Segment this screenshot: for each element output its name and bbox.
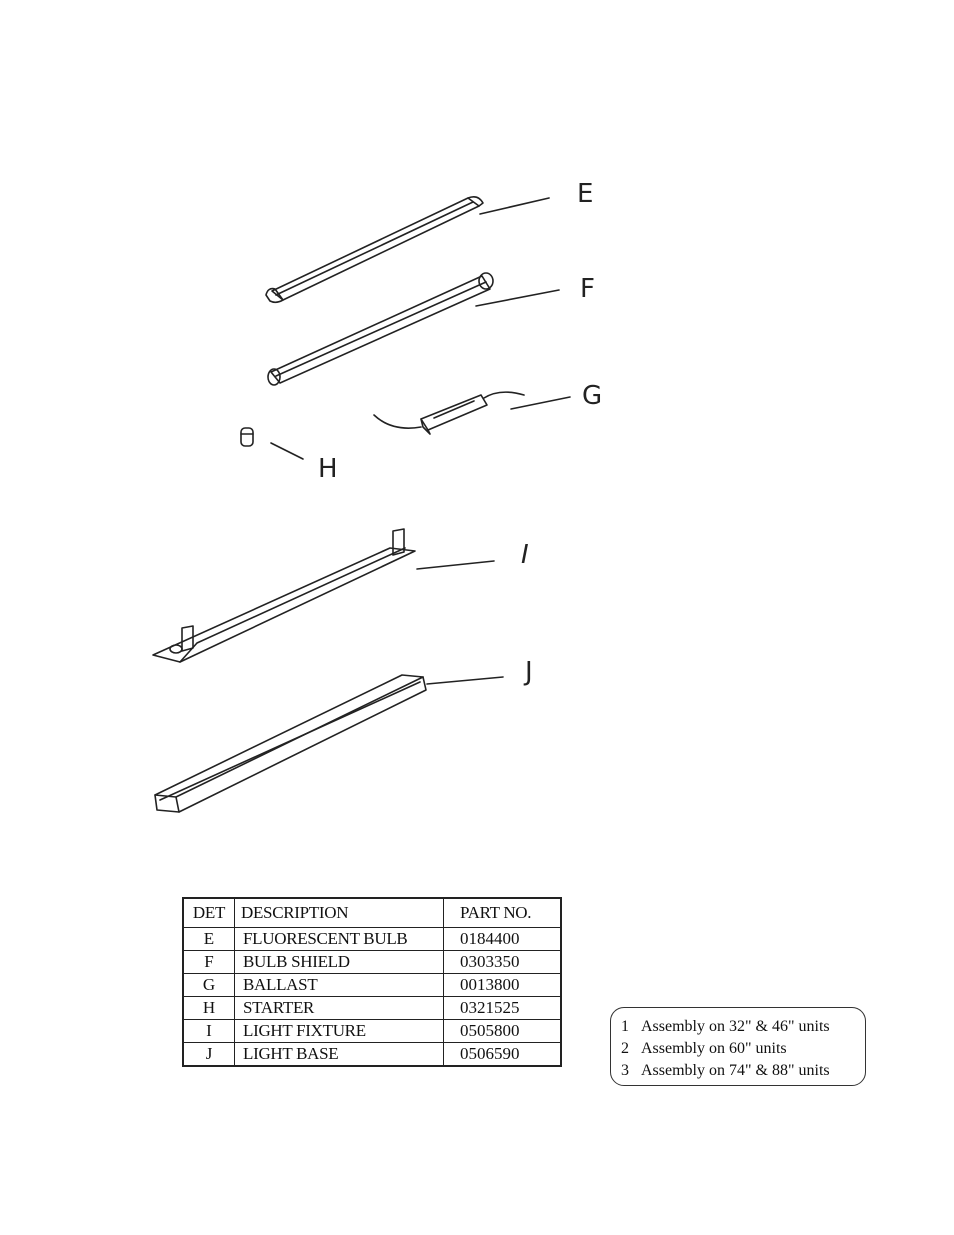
table-row: E FLUORESCENT BULB 0184400 (182, 927, 562, 951)
description-cell: STARTER (234, 996, 444, 1020)
part-no-cell: 0184400 (443, 927, 562, 951)
leader-line-f (475, 289, 560, 307)
table-row: F BULB SHIELD 0303350 (182, 950, 562, 974)
note-text: Assembly on 32" & 46" units (641, 1018, 830, 1035)
description-cell: FLUORESCENT BULB (234, 927, 444, 951)
bulb-shield-part (267, 272, 560, 386)
note-number: 3 (621, 1062, 629, 1079)
ballast-part (373, 391, 571, 435)
description-cell: LIGHT FIXTURE (234, 1019, 444, 1043)
parts-table: DET DESCRIPTION PART NO. E FLUORESCENT B… (182, 897, 562, 1067)
callout-h: H (318, 454, 338, 484)
description-cell: LIGHT BASE (234, 1042, 444, 1067)
part-no-cell: 0321525 (443, 996, 562, 1020)
part-no-header: PART NO. (443, 897, 562, 928)
description-header: DESCRIPTION (234, 897, 444, 928)
assembly-note: 2 Assembly on 60" units (621, 1038, 865, 1060)
table-row: G BALLAST 0013800 (182, 973, 562, 997)
description-cell: BULB SHIELD (234, 950, 444, 974)
callout-i: I (521, 540, 529, 570)
description-cell: BALLAST (234, 973, 444, 997)
leader-line-e (479, 197, 550, 215)
light-fixture-part (152, 528, 495, 663)
note-text: Assembly on 60" units (641, 1040, 787, 1057)
assembly-note: 3 Assembly on 74" & 88" units (621, 1060, 865, 1082)
callout-g: G (582, 381, 603, 411)
leader-line-g (510, 396, 571, 410)
parts-table-header-row: DET DESCRIPTION PART NO. (182, 897, 562, 928)
callout-e: E (577, 179, 594, 209)
assembly-note: 1 Assembly on 32" & 46" units (621, 1016, 865, 1038)
table-row: H STARTER 0321525 (182, 996, 562, 1020)
det-cell: I (182, 1019, 235, 1043)
det-cell: F (182, 950, 235, 974)
table-row: J LIGHT BASE 0506590 (182, 1042, 562, 1067)
det-cell: G (182, 973, 235, 997)
fluorescent-bulb-part (265, 196, 550, 304)
det-cell: J (182, 1042, 235, 1067)
part-no-cell: 0505800 (443, 1019, 562, 1043)
callout-f: F (580, 274, 595, 304)
leader-line-h (270, 442, 304, 460)
light-base-part (154, 674, 504, 813)
callout-j: J (525, 657, 533, 687)
note-text: Assembly on 74" & 88" units (641, 1062, 830, 1079)
table-row: I LIGHT FIXTURE 0505800 (182, 1019, 562, 1043)
det-cell: H (182, 996, 235, 1020)
part-no-cell: 0506590 (443, 1042, 562, 1067)
note-number: 2 (621, 1040, 629, 1057)
note-number: 1 (621, 1018, 629, 1035)
starter-part (240, 427, 304, 460)
part-no-cell: 0303350 (443, 950, 562, 974)
det-cell: E (182, 927, 235, 951)
det-header: DET (182, 897, 235, 928)
leader-line-i (416, 560, 495, 570)
leader-line-j (426, 676, 504, 685)
part-no-cell: 0013800 (443, 973, 562, 997)
